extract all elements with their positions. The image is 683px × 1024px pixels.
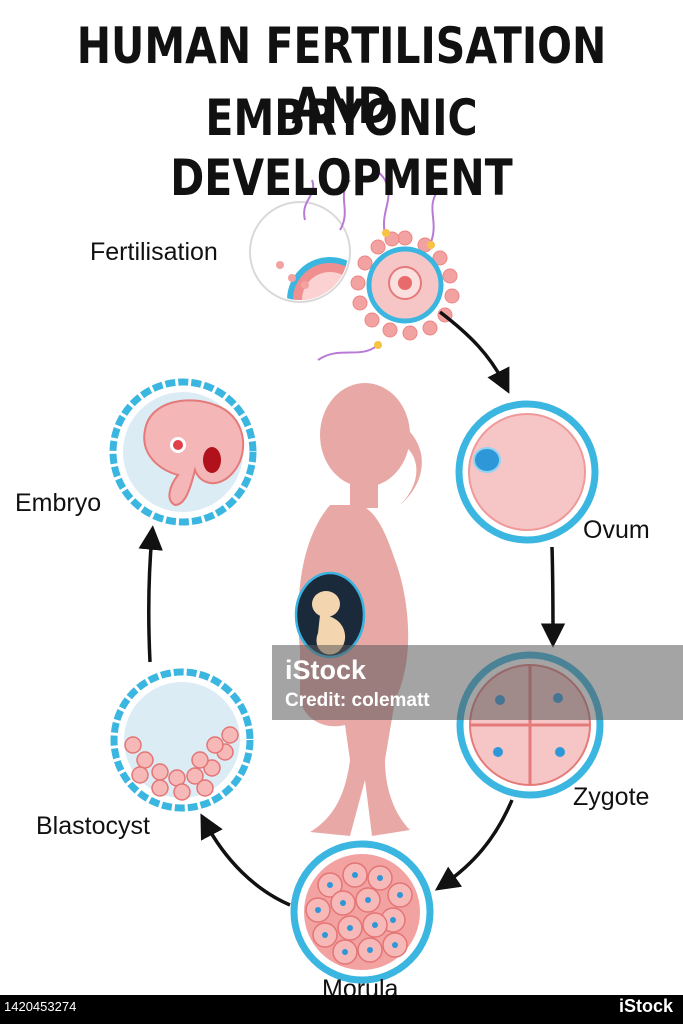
- arrow-ovum-to-zygote: [540, 546, 566, 648]
- label-blastocyst: Blastocyst: [36, 812, 150, 840]
- arrow-blastocyst-to-embryo: [138, 525, 163, 663]
- label-fertilisation: Fertilisation: [90, 238, 218, 266]
- page-title-line-1: HUMAN FERTILISATION AND: [76, 17, 607, 135]
- footer-strip: [0, 995, 683, 1024]
- cycle-arrows: [138, 310, 566, 907]
- stock-id: 1420453274: [4, 999, 77, 1014]
- watermark-logo: iStock: [285, 655, 367, 685]
- arrow-morula-to-blastocyst: [200, 813, 291, 907]
- embryo-cell: [109, 378, 257, 526]
- label-embryo: Embryo: [15, 489, 102, 517]
- ovum-cell: [455, 400, 599, 544]
- label-ovum: Ovum: [583, 516, 650, 544]
- label-zygote: Zygote: [573, 783, 650, 811]
- blastocyst-cell: [110, 668, 254, 812]
- watermark-credit: Credit: colematt: [285, 690, 430, 711]
- morula-cell: [290, 840, 434, 984]
- arrow-fertilisation-to-ovum: [438, 310, 510, 394]
- arrow-zygote-to-morula: [434, 799, 514, 891]
- watermark-overlay: [272, 645, 683, 720]
- page-title-line-2: EMBRYONIC DEVELOPMENT: [170, 89, 513, 207]
- fetus-in-womb: [294, 571, 366, 659]
- footer-brand: iStock: [618, 996, 673, 1016]
